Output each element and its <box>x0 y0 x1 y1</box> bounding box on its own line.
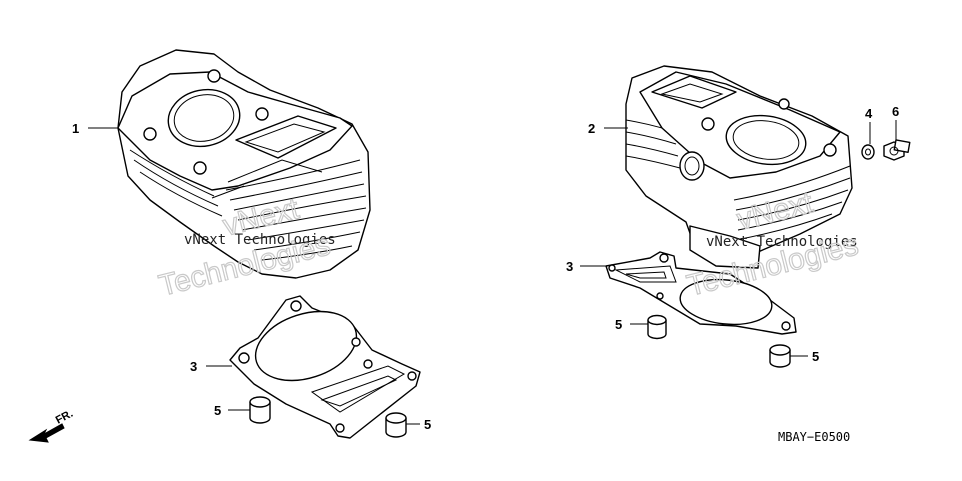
callout-5-front-right: 5 <box>424 417 431 432</box>
bolt-part-6 <box>883 139 911 161</box>
front-cylinder-gasket <box>229 295 421 439</box>
callout-5-front-left: 5 <box>214 403 221 418</box>
watermark-left-line1: vNext Technologies <box>184 232 336 248</box>
fr-label: FR. <box>54 408 75 427</box>
leader-lines <box>88 120 897 425</box>
rear-cylinder-gasket <box>605 251 797 335</box>
callout-1: 1 <box>72 121 79 136</box>
callout-4: 4 <box>865 106 873 121</box>
diagram-code: MBAY−E0500 <box>778 430 850 444</box>
callout-6: 6 <box>892 104 899 119</box>
dowel-pin-front-right <box>385 412 407 438</box>
watermark-right-line1: vNext Technologies <box>706 234 858 250</box>
dowel-pin-rear-right <box>769 344 791 368</box>
callout-2: 2 <box>588 121 595 136</box>
callout-5-rear-left: 5 <box>615 317 622 332</box>
dowel-pin-rear-left <box>647 314 667 340</box>
rear-cylinder <box>625 65 853 269</box>
callout-5-rear-right: 5 <box>812 349 819 364</box>
front-cylinder <box>117 49 371 279</box>
front-direction-arrow: FR. <box>28 408 75 443</box>
dowel-pin-front-left <box>249 396 271 424</box>
washer-part-4 <box>861 144 875 160</box>
callout-3-front: 3 <box>190 359 197 374</box>
callout-3-rear: 3 <box>566 259 573 274</box>
